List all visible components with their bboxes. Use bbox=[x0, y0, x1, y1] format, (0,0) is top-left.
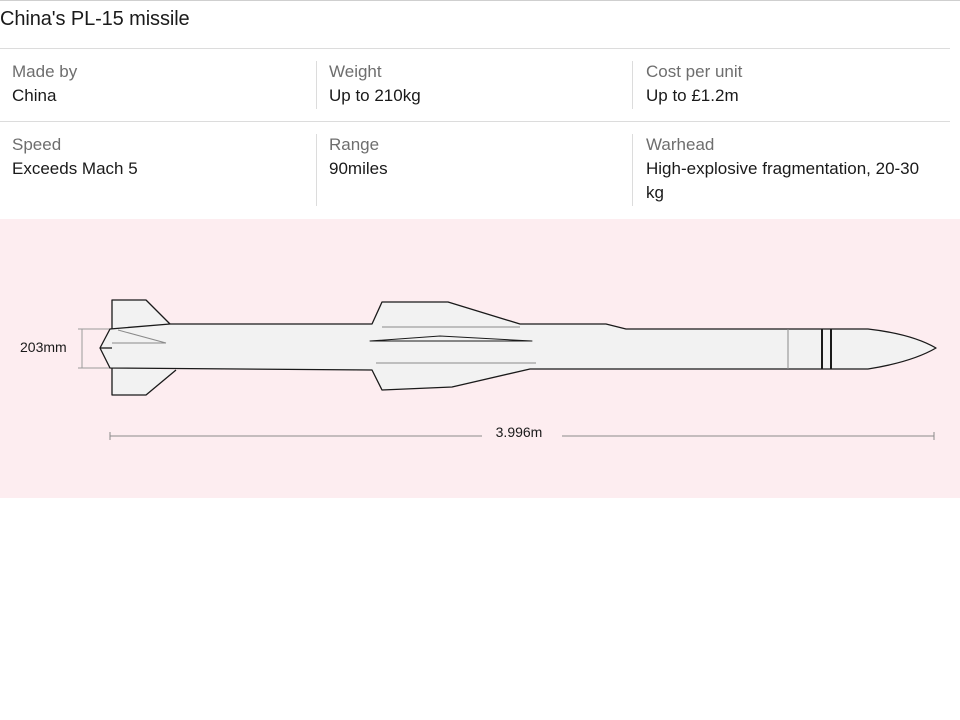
upper-tail-fin bbox=[111, 299, 171, 329]
spec-speed: Speed Exceeds Mach 5 bbox=[12, 133, 312, 181]
missile-diagram: 203mm 3.996m bbox=[20, 299, 937, 440]
spec-value: China bbox=[12, 86, 57, 105]
missile-diagram-panel: 203mm 3.996m bbox=[0, 219, 960, 498]
spec-label: Range bbox=[329, 135, 380, 154]
missile-body bbox=[99, 301, 937, 391]
column-divider bbox=[632, 61, 633, 109]
spec-made-by: Made by China bbox=[12, 60, 312, 108]
spec-warhead: Warhead High-explosive fragmentation, 20… bbox=[646, 133, 938, 205]
spec-value: Exceeds Mach 5 bbox=[12, 159, 138, 178]
spec-label: Warhead bbox=[646, 135, 715, 154]
column-divider bbox=[316, 61, 317, 109]
spec-value: Up to £1.2m bbox=[646, 86, 739, 105]
top-divider bbox=[0, 0, 960, 1]
spec-weight: Weight Up to 210kg bbox=[329, 60, 629, 108]
page-title: China's PL-15 missile bbox=[0, 8, 190, 30]
column-divider bbox=[316, 134, 317, 206]
lower-tail-fin bbox=[111, 368, 177, 396]
spec-label: Made by bbox=[12, 62, 78, 81]
divider-top bbox=[0, 48, 950, 49]
spec-cost: Cost per unit Up to £1.2m bbox=[646, 60, 946, 108]
spec-label: Speed bbox=[12, 135, 62, 154]
tail-fin-edge bbox=[117, 329, 167, 344]
spec-label: Cost per unit bbox=[646, 62, 743, 81]
divider-middle bbox=[0, 121, 950, 122]
diameter-label: 203mm bbox=[20, 339, 67, 355]
spec-value: Up to 210kg bbox=[329, 86, 421, 105]
column-divider bbox=[632, 134, 633, 206]
mid-wing-upper-edge bbox=[369, 335, 533, 342]
length-label: 3.996m bbox=[496, 424, 543, 440]
spec-value: 90miles bbox=[329, 159, 388, 178]
spec-range: Range 90miles bbox=[329, 133, 629, 181]
spec-label: Weight bbox=[329, 62, 382, 81]
spec-value: High-explosive fragmentation, 20-30 kg bbox=[646, 159, 920, 202]
